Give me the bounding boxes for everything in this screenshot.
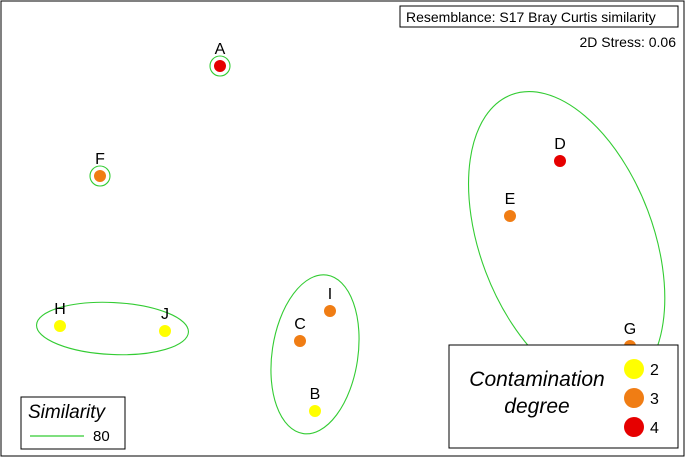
degree-legend-marker-3	[624, 388, 644, 408]
point-b	[309, 405, 321, 417]
similarity-legend-title: Similarity	[28, 402, 107, 423]
point-i	[324, 305, 336, 317]
point-label-g: G	[624, 321, 636, 338]
degree-legend-label-4: 4	[650, 420, 659, 437]
group-contour-a	[209, 55, 231, 77]
similarity-contours	[36, 55, 666, 435]
point-label-a: A	[215, 41, 226, 58]
similarity-legend: Similarity 80	[20, 396, 126, 450]
point-c	[294, 335, 306, 347]
point-label-c: C	[294, 316, 306, 333]
degree-legend-title-line2: degree	[504, 395, 569, 418]
degree-legend-marker-2	[624, 359, 644, 379]
stress-label: 2D Stress: 0.06	[580, 34, 677, 50]
point-a	[214, 60, 226, 72]
point-j	[159, 325, 171, 337]
point-e	[504, 210, 516, 222]
group-contour-f	[89, 165, 111, 187]
point-f	[94, 170, 106, 182]
point-label-d: D	[554, 136, 566, 153]
point-label-e: E	[505, 191, 516, 208]
point-label-b: B	[310, 386, 321, 403]
degree-legend-label-2: 2	[650, 362, 659, 379]
chart-title: Resemblance: S17 Bray Curtis similarity	[406, 9, 656, 25]
degree-legend: Contamination degree 2 3 4	[448, 344, 679, 449]
point-d	[554, 155, 566, 167]
degree-legend-title-line1: Contamination	[469, 368, 604, 391]
degree-legend-label-3: 3	[650, 391, 659, 408]
similarity-legend-box	[20, 396, 126, 450]
group-contour-hj	[36, 301, 189, 356]
similarity-legend-label: 80	[93, 428, 110, 445]
samples-layer: A F D E G H J I C B	[54, 41, 636, 417]
point-label-j: J	[161, 306, 169, 323]
point-label-i: I	[328, 286, 332, 303]
title-box	[399, 5, 679, 28]
degree-legend-entries: 2 3 4	[624, 359, 659, 437]
degree-legend-marker-4	[624, 417, 644, 437]
point-h	[54, 320, 66, 332]
group-contour-icb	[270, 274, 360, 435]
point-label-h: H	[54, 301, 66, 318]
point-label-f: F	[95, 151, 105, 168]
